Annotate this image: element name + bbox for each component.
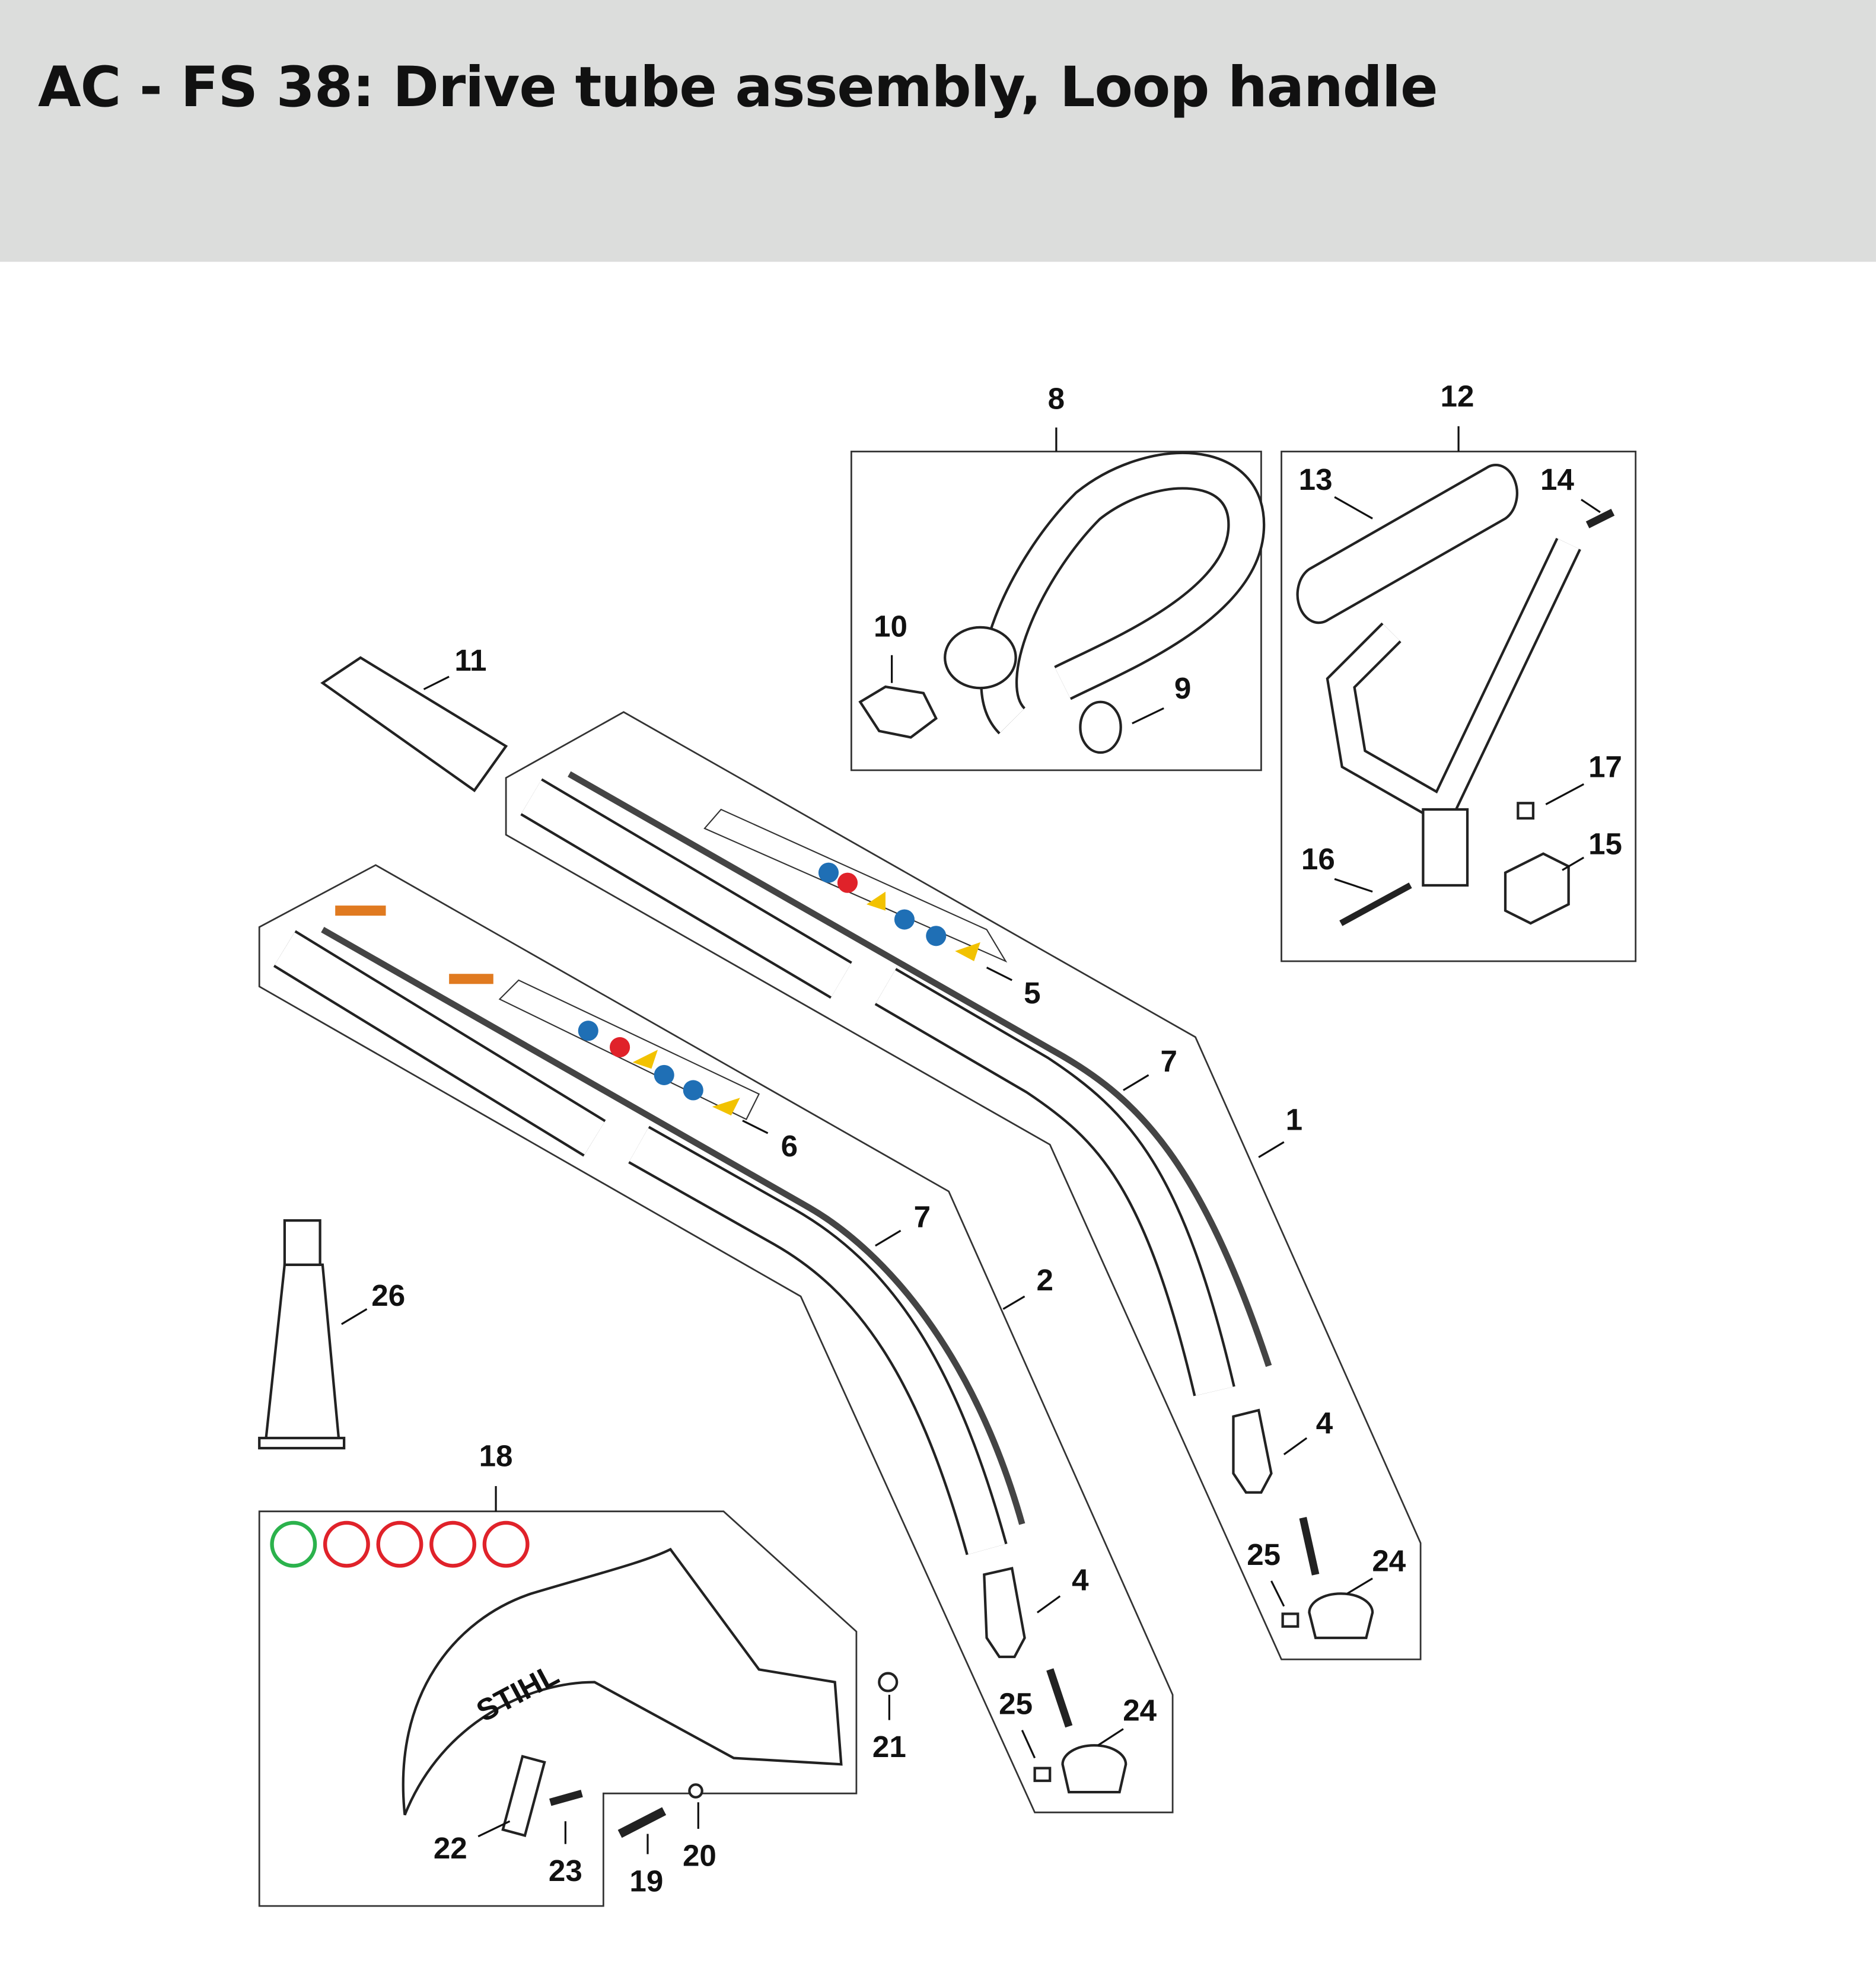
callout-5[interactable]: 5: [1024, 976, 1040, 1010]
prohibited-tool-icon: [376, 1520, 423, 1568]
callout-22[interactable]: 22: [434, 1831, 467, 1865]
callout-4[interactable]: 4: [1072, 1563, 1089, 1597]
callout-7[interactable]: 7: [914, 1200, 931, 1234]
callout-15[interactable]: 15: [1588, 827, 1622, 860]
callout-14[interactable]: 14: [1540, 463, 1574, 496]
group-box-drive-tube-2: [258, 864, 1174, 1813]
callout-10[interactable]: 10: [874, 610, 907, 643]
callout-16[interactable]: 16: [1301, 842, 1335, 876]
callout-7[interactable]: 7: [1160, 1044, 1177, 1078]
callout-24[interactable]: 24: [1123, 1693, 1157, 1727]
callout-2[interactable]: 2: [1036, 1263, 1053, 1297]
callout-25[interactable]: 25: [1247, 1538, 1281, 1571]
callout-1[interactable]: 1: [1286, 1102, 1302, 1136]
callout-19[interactable]: 19: [629, 1864, 663, 1898]
prohibited-tool-icon: [323, 1520, 370, 1568]
callout-18[interactable]: 18: [479, 1439, 513, 1473]
callout-8[interactable]: 8: [1048, 382, 1065, 416]
group-box-deflector-18: [258, 1510, 858, 1907]
callout-21[interactable]: 21: [872, 1730, 906, 1764]
prohibited-tool-icon: [429, 1520, 476, 1568]
loop-handle-part: [858, 451, 1266, 754]
leader-lines: [341, 426, 1601, 1854]
drive-tube-2-part: [273, 906, 1127, 1794]
callout-6[interactable]: 6: [781, 1129, 798, 1163]
drive-tube-1-part: [520, 771, 1374, 1640]
callout-20[interactable]: 20: [683, 1839, 716, 1873]
callout-labels: 8 12 13 14 10 9 11 5 7 1 6 7 2 17 15 16 …: [371, 379, 1622, 1898]
parts-diagram: STIHL: [258, 379, 1637, 1907]
callout-9[interactable]: 9: [1174, 671, 1191, 705]
header-bar: AC - FS 38: Drive tube assembly, Loop ha…: [0, 0, 1876, 262]
callout-4[interactable]: 4: [1316, 1406, 1333, 1440]
deflector-guard-part: STIHL: [270, 1520, 899, 1838]
sleeve-part: [320, 656, 508, 792]
callout-12[interactable]: 12: [1441, 379, 1474, 413]
callout-26[interactable]: 26: [371, 1279, 405, 1312]
callout-24[interactable]: 24: [1372, 1544, 1406, 1578]
callout-11[interactable]: 11: [454, 643, 486, 677]
allowed-tool-icon: [270, 1520, 317, 1568]
group-box-drive-tube-1: [505, 711, 1422, 1660]
callout-13[interactable]: 13: [1299, 463, 1333, 496]
callout-25[interactable]: 25: [999, 1687, 1033, 1721]
callout-17[interactable]: 17: [1588, 750, 1622, 783]
page-title: AC - FS 38: Drive tube assembly, Loop ha…: [37, 55, 1438, 120]
handle-part: [1296, 463, 1615, 926]
grease-tube-part: [258, 1219, 346, 1450]
prohibited-tool-icon: [482, 1520, 530, 1568]
callout-23[interactable]: 23: [549, 1854, 582, 1888]
